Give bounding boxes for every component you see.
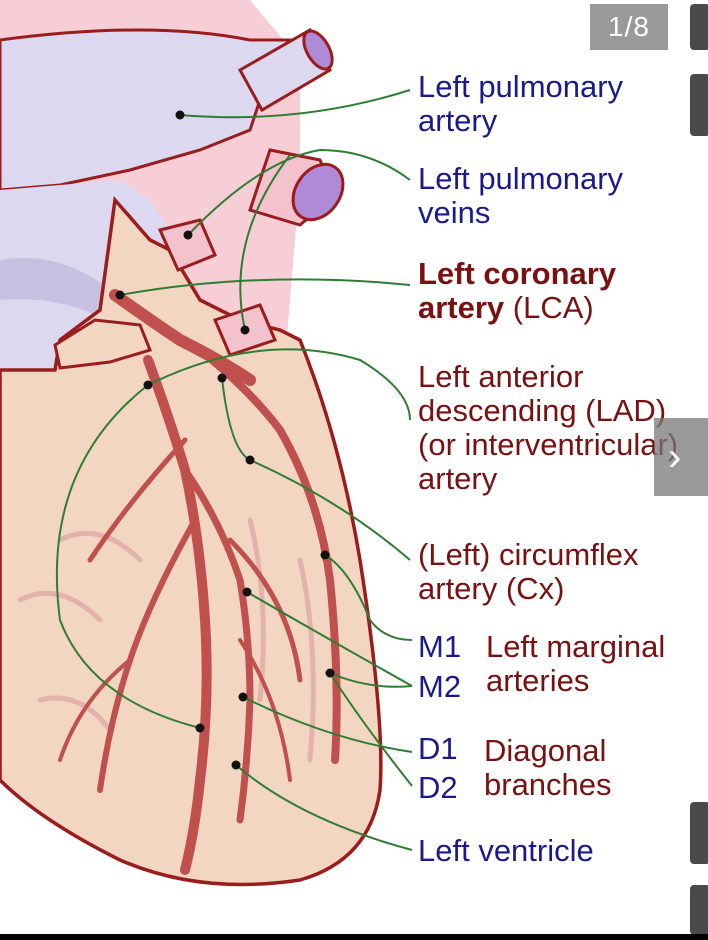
label-left-marginal-arteries: Left marginal arteries xyxy=(486,629,666,698)
leader-lv xyxy=(235,764,413,851)
leader-lad xyxy=(55,384,201,729)
dot-cx-origin xyxy=(217,373,227,383)
lca-trunk xyxy=(109,289,256,386)
lad-path xyxy=(143,355,212,875)
dot-vein-lower xyxy=(240,325,250,335)
label-dots xyxy=(115,110,335,770)
label-left-pulmonary-artery: Left pulmonary artery xyxy=(418,69,624,138)
leader-veins-2 xyxy=(239,154,291,331)
branch-b xyxy=(227,537,303,683)
bottom-bar xyxy=(0,934,708,940)
vein-cuff-upper xyxy=(157,218,217,272)
label-circumflex: (Left) circumflex artery (Cx) xyxy=(418,537,639,606)
label-lad: Left anterior descending (LAD) (or inter… xyxy=(418,359,679,496)
dot-d1 xyxy=(242,587,252,597)
thumbnail-rail-4[interactable] xyxy=(690,885,708,935)
thumbnail-rail-top[interactable] xyxy=(690,4,708,50)
lca-abbr: (LCA) xyxy=(504,290,594,325)
pulmonary-vein-opening xyxy=(291,162,345,222)
branch-c xyxy=(238,638,292,782)
label-left-coronary-artery: Left coronary artery (LCA) xyxy=(418,257,616,325)
atrial-appendage xyxy=(53,318,153,370)
label-m1: M1 xyxy=(418,629,462,664)
leader-d2 xyxy=(329,672,413,787)
dot-vein-upper xyxy=(183,230,193,240)
leader-m2 xyxy=(329,672,413,688)
leader-veins-1 xyxy=(187,148,411,236)
d1-path xyxy=(181,466,254,824)
label-diagonal-branches: Diagonal branches xyxy=(484,733,612,802)
lca-name: Left coronary artery xyxy=(418,256,617,325)
image-counter: 1/8 xyxy=(590,4,668,50)
dot-m1 xyxy=(320,550,330,560)
dot-m2 xyxy=(325,668,335,678)
dot-lad xyxy=(143,380,153,390)
dot-lca xyxy=(115,290,125,300)
chevron-right-icon: › xyxy=(668,435,682,479)
leader-m1 xyxy=(324,554,413,641)
leader-lad-2 xyxy=(147,348,411,421)
thumbnail-rail-3[interactable] xyxy=(690,802,708,864)
dot-d2 xyxy=(238,692,248,702)
coronary-arteries xyxy=(58,289,341,875)
label-d2: D2 xyxy=(418,770,458,805)
dot-lv xyxy=(231,760,241,770)
leader-cx-1 xyxy=(221,377,411,561)
label-m2: M2 xyxy=(418,669,462,704)
branch-a xyxy=(87,437,188,563)
thumbnail-rail-2[interactable] xyxy=(690,74,708,136)
branch-d xyxy=(58,658,132,762)
label-left-ventricle: Left ventricle xyxy=(418,833,594,868)
leader-lca xyxy=(119,278,411,296)
aortic-arch-shadow xyxy=(0,258,110,320)
next-image-button[interactable]: › xyxy=(654,418,708,496)
label-left-pulmonary-veins: Left pulmonary veins xyxy=(418,161,624,230)
dot-cx xyxy=(245,455,255,465)
leader-m2b xyxy=(246,591,413,687)
dot-lad-lower xyxy=(195,723,205,733)
leader-lines xyxy=(55,89,413,851)
pulmonary-artery-opening xyxy=(302,29,334,71)
dot-pulmonary-artery xyxy=(175,110,185,120)
leader-pulmonary-artery xyxy=(179,89,411,119)
label-d1: D1 xyxy=(418,731,458,766)
leader-d1 xyxy=(242,696,413,753)
